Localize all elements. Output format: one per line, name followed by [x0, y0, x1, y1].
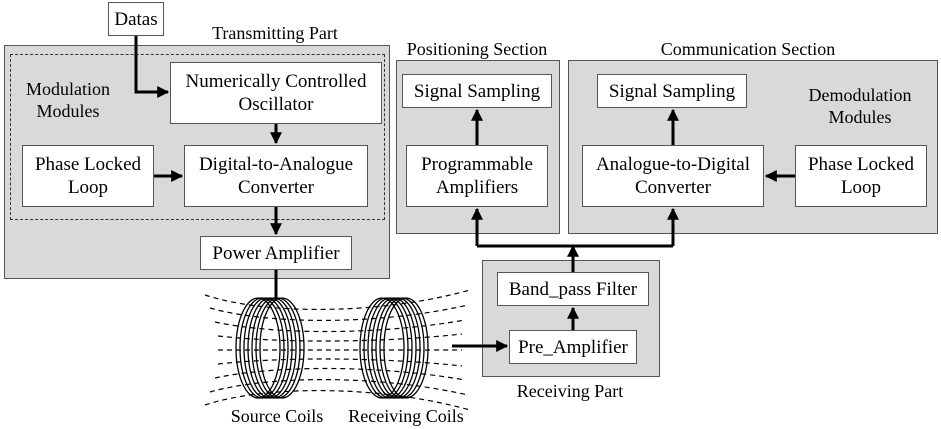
- communication-section-label: Communication Section: [660, 39, 836, 59]
- signal-sampling-comm-block: Signal Sampling: [597, 74, 747, 108]
- bandpass-filter-block: Band_pass Filter: [497, 272, 649, 306]
- source-coil: [235, 297, 305, 399]
- transmitting-part-label: Transmitting Part: [212, 23, 338, 43]
- magnetic-field-lines: [204, 289, 471, 411]
- demodulation-modules-label: Demodulation Modules: [808, 85, 912, 127]
- signal-sampling-pos-block: Signal Sampling: [402, 74, 552, 108]
- dac-block: Digital-to-Analogue Converter: [184, 145, 368, 207]
- programmable-amplifiers-block: Programmable Amplifiers: [406, 145, 548, 207]
- modulation-modules-label: Modulation Modules: [26, 79, 110, 121]
- arrow-datas-to-nco: [134, 36, 170, 98]
- power-amplifier-block: Power Amplifier: [200, 236, 352, 270]
- receiving-coils-label: Receiving Coils: [348, 406, 464, 426]
- modulation-modules-region: [10, 54, 385, 220]
- pll-tx-block: Phase Locked Loop: [22, 145, 154, 207]
- datas-block: Datas: [108, 2, 164, 36]
- receiving-part-label: Receiving Part: [516, 381, 624, 401]
- nco-block: Numerically Controlled Oscillator: [170, 62, 382, 124]
- adc-block: Analogue-to-Digital Converter: [582, 145, 764, 207]
- pll-rx-block: Phase Locked Loop: [795, 145, 927, 207]
- receiving-coil: [359, 297, 429, 399]
- positioning-section-label: Positioning Section: [406, 39, 548, 59]
- pre-amplifier-block: Pre_Amplifier: [509, 330, 637, 364]
- source-coils-label: Source Coils: [230, 406, 324, 426]
